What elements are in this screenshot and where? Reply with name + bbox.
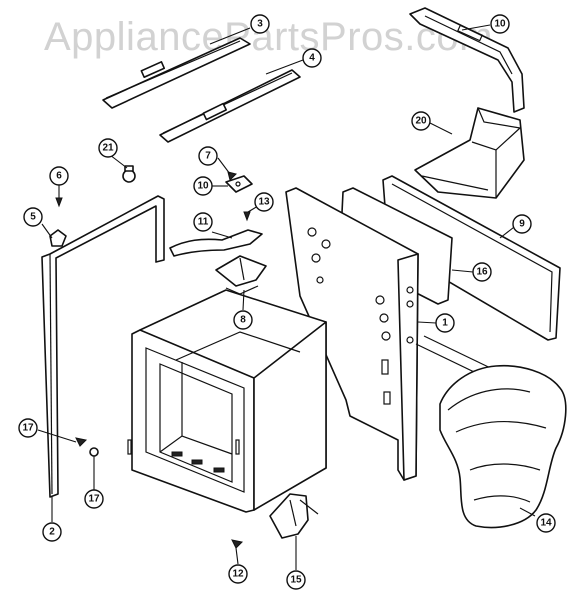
callout-15: 15	[286, 570, 306, 590]
callout-21: 21	[98, 138, 118, 158]
svg-text:8: 8	[240, 315, 246, 326]
callout-7: 7	[198, 146, 218, 166]
leader-lines	[37, 24, 536, 570]
screw-part-12	[231, 539, 244, 549]
clip-part	[49, 229, 67, 247]
callout-12: 12	[228, 564, 248, 584]
callout-10-top: 10	[490, 14, 510, 34]
insulation-blanket	[439, 364, 567, 529]
callout-13: 13	[254, 192, 274, 212]
svg-text:10: 10	[494, 19, 506, 30]
svg-text:14: 14	[540, 518, 552, 529]
svg-text:15: 15	[290, 575, 302, 586]
svg-text:17: 17	[22, 423, 34, 434]
svg-text:7: 7	[205, 151, 211, 162]
knob-part	[122, 165, 136, 183]
bracket-part-10	[225, 175, 253, 193]
callout-1: 1	[435, 313, 455, 333]
svg-text:21: 21	[102, 143, 114, 154]
callout-20: 20	[411, 111, 431, 131]
callout-6: 6	[49, 166, 69, 186]
front-side-trim	[41, 195, 165, 498]
top-trim-rail-upper	[102, 37, 251, 109]
callout-16: 16	[472, 262, 492, 282]
svg-text:17: 17	[88, 494, 100, 505]
svg-text:11: 11	[198, 217, 209, 228]
callout-11: 11	[193, 212, 213, 232]
small-screw-part-13	[243, 211, 251, 222]
hinge-part	[269, 493, 319, 539]
oven-cavity	[127, 289, 327, 513]
svg-text:10: 10	[197, 181, 209, 192]
callout-3: 3	[250, 14, 270, 34]
svg-text:6: 6	[56, 171, 62, 182]
callout-14: 14	[536, 513, 556, 533]
svg-text:16: 16	[476, 267, 488, 278]
callout-4: 4	[302, 48, 322, 68]
screw-part-6	[55, 197, 63, 208]
callout-5: 5	[23, 207, 43, 227]
callout-17: 17	[84, 489, 104, 509]
screw-part-18	[75, 437, 88, 447]
svg-text:1: 1	[442, 318, 448, 329]
top-trim-rail-lower	[159, 69, 301, 143]
svg-text:5: 5	[30, 212, 36, 223]
vent-duct	[414, 107, 525, 199]
svg-text:13: 13	[258, 197, 270, 208]
latch-arm	[169, 229, 263, 257]
svg-text:4: 4	[309, 53, 315, 64]
svg-text:2: 2	[49, 527, 55, 538]
callout-8: 8	[233, 310, 253, 330]
callout-2: 2	[42, 522, 62, 542]
callout-10: 10	[193, 176, 213, 196]
latch-assembly	[215, 255, 267, 295]
svg-text:20: 20	[415, 116, 427, 127]
svg-text:3: 3	[257, 19, 263, 30]
callout-9: 9	[512, 214, 532, 234]
callout-18: 17	[18, 418, 38, 438]
svg-text:12: 12	[232, 569, 244, 580]
svg-text:9: 9	[519, 219, 525, 230]
washer-part-17	[89, 447, 99, 457]
